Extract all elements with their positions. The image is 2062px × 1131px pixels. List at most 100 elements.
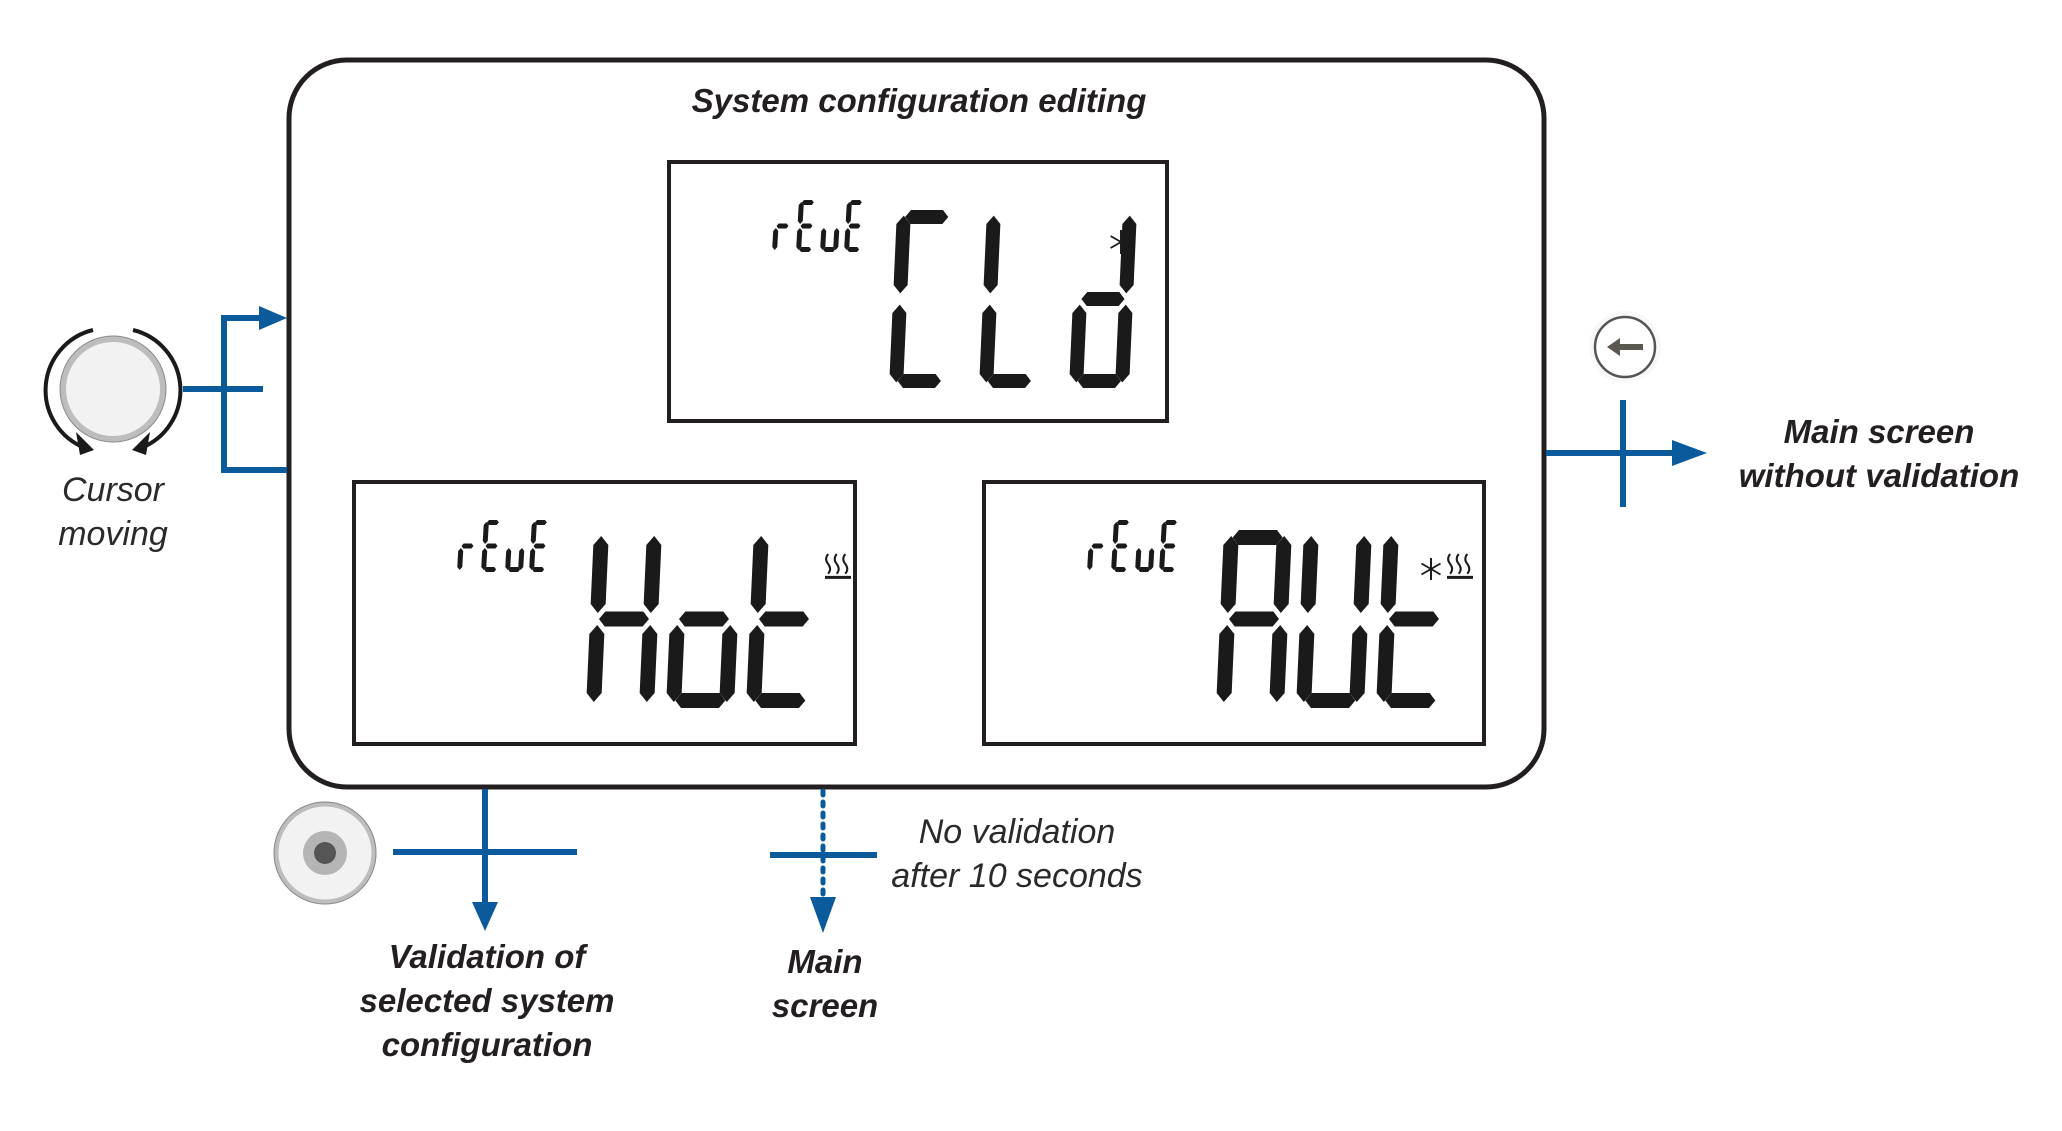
lcd-character xyxy=(796,200,814,252)
lcd-mode-text xyxy=(889,210,1137,388)
lcd-segment xyxy=(461,543,474,549)
lcd-segment xyxy=(1115,543,1128,549)
lcd-segment xyxy=(1296,625,1315,702)
lcd-character xyxy=(1135,548,1155,572)
lcd-segment xyxy=(590,536,609,613)
lcd-character xyxy=(1087,543,1104,570)
lcd-segment xyxy=(719,625,738,702)
label-line: Main xyxy=(787,943,863,980)
lcd-character xyxy=(1376,536,1439,708)
lcd-segment xyxy=(1119,215,1137,294)
lcd-segment xyxy=(801,200,814,205)
label-line: configuration xyxy=(381,1026,593,1063)
lcd-segment xyxy=(889,304,907,383)
lcd-segment xyxy=(505,548,512,570)
label-line: without validation xyxy=(1738,457,2020,494)
lcd-character xyxy=(1069,215,1137,388)
lcd-segment xyxy=(1159,548,1166,570)
lcd-sub-label xyxy=(457,520,547,572)
lcd-segment xyxy=(534,520,547,525)
lcd-segment xyxy=(1087,548,1094,570)
lcd-character xyxy=(586,536,662,702)
rotary-knob-icon[interactable] xyxy=(43,328,183,455)
lcd-display-hot[interactable] xyxy=(352,480,857,746)
lcd-segment xyxy=(518,548,525,570)
lcd-segment xyxy=(486,520,499,525)
lcd-segment xyxy=(679,611,729,627)
lcd-segment xyxy=(639,625,658,702)
snowflake-icon xyxy=(1421,558,1441,580)
lcd-character xyxy=(505,548,525,572)
lcd-segment xyxy=(481,548,488,570)
lcd-segment xyxy=(796,228,803,250)
lcd-display-auto[interactable] xyxy=(982,480,1486,746)
lcd-segment xyxy=(457,548,464,570)
lcd-segment xyxy=(750,536,769,613)
lcd-segment xyxy=(1216,625,1235,702)
ok-button-icon[interactable] xyxy=(273,801,377,905)
snowflake-icon xyxy=(1110,230,1132,254)
lcd-display-cold[interactable] xyxy=(667,160,1169,423)
lcd-segment xyxy=(485,543,498,549)
lcd-segment xyxy=(1091,543,1104,549)
label-line: Validation of xyxy=(388,938,586,975)
lcd-character xyxy=(772,223,789,250)
lcd-segment xyxy=(979,304,997,383)
cursor-flow-arrow xyxy=(183,306,287,473)
validation-label: Validation of selected system configurat… xyxy=(360,935,615,1067)
lcd-segment xyxy=(987,374,1031,388)
main-screen-label: Main screen xyxy=(772,940,878,1028)
lcd-character xyxy=(529,520,547,572)
lcd-segment xyxy=(1162,567,1175,572)
lcd-segment xyxy=(675,693,726,708)
label-line: moving xyxy=(58,515,168,553)
lcd-segment xyxy=(529,548,536,570)
lcd-segment xyxy=(1269,625,1288,702)
back-button-icon[interactable] xyxy=(1589,311,1661,383)
lcd-segment xyxy=(1305,693,1356,708)
lcd-segment xyxy=(845,202,852,224)
lcd-segment xyxy=(1081,292,1125,306)
lcd-segment xyxy=(1349,625,1368,702)
lcd-segment xyxy=(823,247,836,252)
label-line: No validation xyxy=(918,813,1116,851)
lcd-character xyxy=(1216,530,1292,702)
label-line: selected system xyxy=(359,982,615,1019)
lcd-character xyxy=(979,215,1031,388)
lcd-segment xyxy=(833,228,840,250)
heat-waves-icon xyxy=(1447,553,1473,579)
cursor-moving-label: Cursor moving xyxy=(58,468,168,556)
lcd-segment xyxy=(849,200,862,205)
lcd-character xyxy=(844,200,862,252)
lcd-segment xyxy=(1138,567,1151,572)
lcd-segment xyxy=(897,374,941,388)
lcd-character xyxy=(1296,536,1372,708)
lcd-mode-text xyxy=(586,536,809,708)
lcd-segment xyxy=(847,247,860,252)
lcd-segment xyxy=(1385,693,1436,708)
lcd-segment xyxy=(772,228,779,250)
lcd-segment xyxy=(1114,567,1127,572)
lcd-segment xyxy=(983,215,1001,294)
lcd-character xyxy=(481,520,499,572)
lcd-segment xyxy=(1163,543,1176,549)
validation-flow-arrow xyxy=(393,789,577,931)
lcd-segment xyxy=(1389,611,1439,627)
lcd-segment xyxy=(532,567,545,572)
lcd-character xyxy=(457,543,474,570)
lcd-segment xyxy=(482,522,489,544)
lcd-mode-icons xyxy=(825,553,851,579)
lcd-segment xyxy=(1220,536,1239,613)
lcd-segment xyxy=(533,543,546,549)
lcd-character xyxy=(1159,520,1177,572)
lcd-mode-text xyxy=(1216,530,1439,708)
lcd-sub-label xyxy=(772,200,862,252)
timeout-flow-arrow xyxy=(770,788,877,933)
rotate-left-arrow-icon xyxy=(76,432,94,455)
lcd-segment xyxy=(755,693,806,708)
lcd-segment xyxy=(666,625,685,702)
lcd-segment xyxy=(1353,536,1372,613)
main-screen-without-validation-label: Main screen without validation xyxy=(1739,410,2019,498)
lcd-mode-icons xyxy=(1421,553,1473,580)
lcd-segment xyxy=(1111,548,1118,570)
